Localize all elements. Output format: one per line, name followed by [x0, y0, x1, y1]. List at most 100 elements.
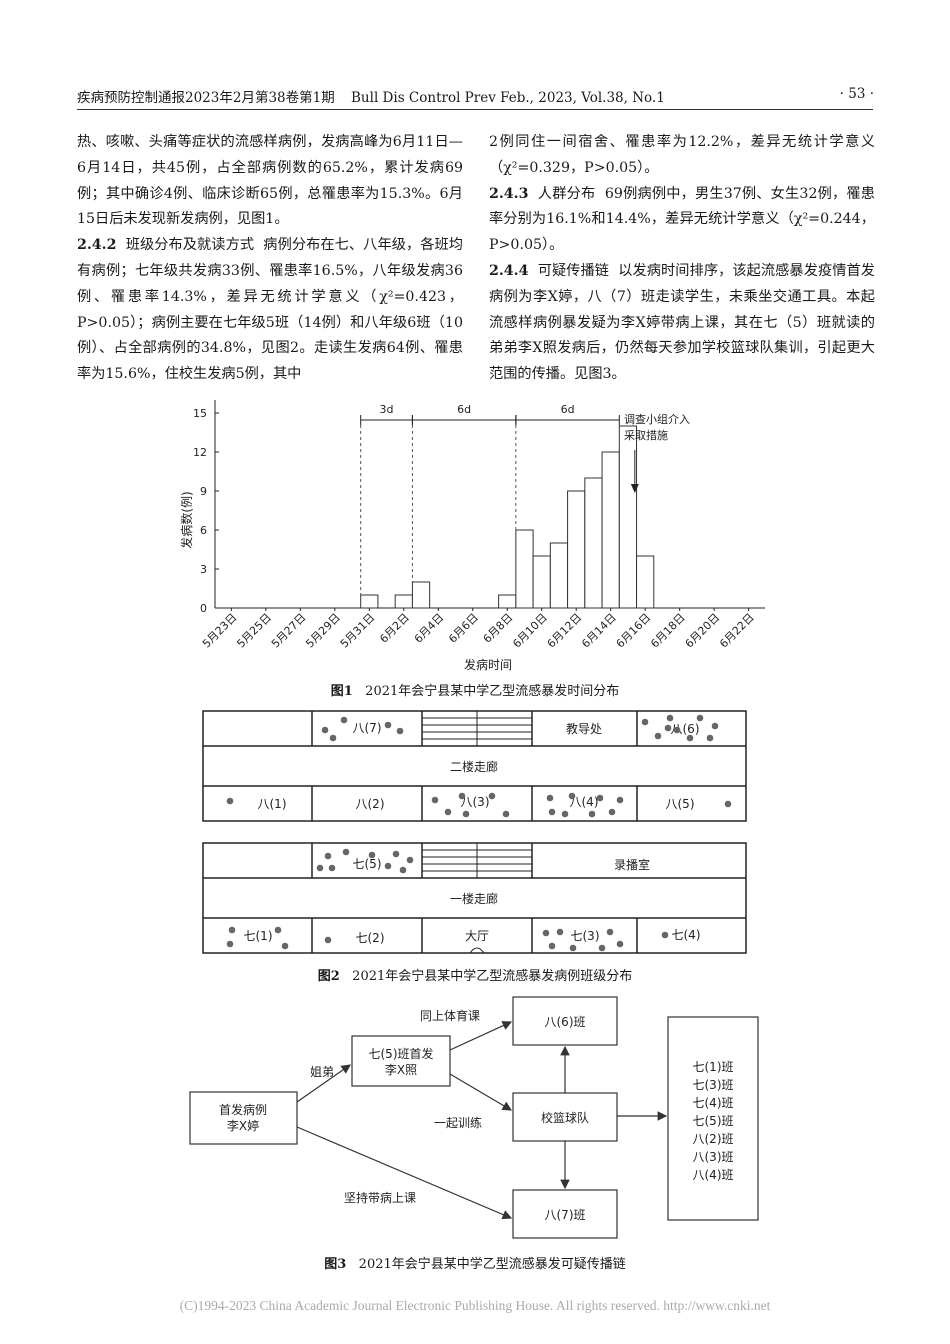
case-dot: [324, 936, 332, 944]
case-dots: [226, 714, 732, 952]
room-8-2: 八(2): [356, 797, 385, 811]
edge-label-sibling: 姐弟: [310, 1065, 334, 1079]
section-title: 可疑传播链: [537, 262, 610, 279]
journal-name-en: Bull Dis Control Prev Feb., 2023, Vol.38…: [351, 90, 665, 106]
x-tick-label: 5月31日: [338, 611, 378, 651]
case-dot: [399, 866, 407, 874]
case-dot: [329, 734, 337, 742]
bar-6月13日: [584, 477, 603, 609]
case-dot: [666, 714, 674, 722]
y-tick-label: 9: [200, 485, 207, 498]
case-dot: [568, 792, 576, 800]
x-tick-label: 6月4日: [412, 611, 447, 646]
case-dot: [588, 810, 596, 818]
case-dot: [226, 940, 234, 948]
case-dot: [596, 794, 604, 802]
bar-6月12日: [567, 490, 586, 609]
x-tick-label: 5月25日: [234, 611, 274, 651]
room-8-7: 八(7): [353, 721, 382, 735]
case-dot: [406, 856, 414, 864]
class-item: 七(4)班: [693, 1096, 734, 1110]
room-8-1: 八(1): [258, 797, 287, 811]
x-tick-label: 5月23日: [200, 611, 240, 651]
x-tick-label: 6月12日: [545, 611, 585, 651]
case-dot: [569, 944, 577, 952]
room-7-5: 七(5): [353, 857, 382, 871]
case-dot: [673, 726, 681, 734]
bar-5月31日: [360, 594, 379, 609]
case-dot: [431, 796, 439, 804]
paragraph: 病例分布在七、八年级，各班均有病例；七年级共发病33例、罹患率16.5%，八年级…: [77, 237, 463, 383]
x-tick-label: 5月29日: [303, 611, 343, 651]
edge-label-pe: 同上体育课: [420, 1008, 480, 1023]
interval-label: 6d: [561, 403, 575, 416]
case-dot: [324, 852, 332, 860]
case-dot: [724, 800, 732, 808]
case-dot: [458, 792, 466, 800]
case-dot: [696, 714, 704, 722]
hall-door-icon: [469, 947, 485, 954]
chart-annotation-line1: 调查小组介入: [624, 412, 690, 426]
x-tick-label: 5月27日: [269, 611, 309, 651]
room-7-1: 七(1): [244, 929, 273, 943]
section-number: 2.4.3: [489, 185, 529, 202]
hall: 大厅: [465, 929, 489, 943]
section-number: 2.4.4: [489, 262, 529, 279]
paragraph: 2例同住一间宿舍、罹患率为12.2%，差异无统计学意义（χ²=0.329，P>0…: [489, 134, 875, 176]
room-7-3: 七(3): [571, 929, 600, 943]
paragraph: 热、咳嗽、头痛等症状的流感样病例，发病高峰为6月11日—6月14日，共45例，占…: [77, 134, 463, 228]
x-tick-label: 6月16日: [614, 611, 654, 651]
room-7-4: 七(4): [672, 928, 701, 942]
case-dot: [340, 716, 348, 724]
figure-3-caption: 图3 2021年会宁县某中学乙型流感暴发可疑传播链: [0, 1253, 950, 1272]
section-number: 2.4.2: [77, 237, 117, 254]
room-office: 教导处: [566, 721, 602, 736]
x-tick-label: 6月20日: [683, 611, 723, 651]
figure-3-diagram: 首发病例 李X婷 七(5)班首发 李X照 八(6)班 校篮球队 八(7)班 姐弟…: [189, 996, 759, 1239]
page-number: · 53 ·: [839, 86, 874, 102]
x-tick-label: 6月2日: [377, 611, 412, 646]
section-title: 班级分布及就读方式: [125, 237, 255, 254]
class-item: 七(1)班: [693, 1060, 734, 1074]
case-dot: [384, 721, 392, 729]
bar-6月2日: [394, 594, 413, 609]
edge-label-sick: 坚持带病上课: [344, 1190, 416, 1205]
case-dot: [556, 928, 564, 936]
case-dot: [598, 944, 606, 952]
class-item: 八(2)班: [693, 1132, 734, 1146]
bar-6月15日: [618, 425, 638, 609]
journal-header: 疾病预防控制通报2023年2月第38卷第1期 Bull Dis Control …: [77, 86, 665, 106]
figure-2-caption: 图2 2021年会宁县某中学乙型流感暴发病例班级分布: [0, 965, 950, 984]
index-case-label: 首发病例: [219, 1102, 267, 1117]
case-dot: [228, 926, 236, 934]
stairwell-icon: [422, 711, 532, 878]
copyright-footer: (C)1994-2023 China Academic Journal Elec…: [179, 1298, 771, 1313]
case-dot: [384, 862, 392, 870]
case-dot: [342, 848, 350, 856]
brother-name: 李X照: [385, 1062, 417, 1077]
case-dot: [502, 810, 510, 818]
right-column: 2例同住一间宿舍、罹患率为12.2%，差异无统计学意义（χ²=0.329，P>0…: [489, 130, 875, 388]
x-axis-label: 发病时间: [464, 657, 512, 672]
room-8-5: 八(5): [666, 797, 695, 811]
paragraph: 以发病时间排序，该起流感暴发疫情首发病例为李X婷，八（7）班走读学生，未乘坐交通…: [489, 262, 875, 383]
case-dot: [316, 864, 324, 872]
x-tick-label: 6月6日: [446, 611, 481, 646]
class-item: 七(5)班: [693, 1114, 734, 1128]
corridor-1f: 一楼走廊: [450, 891, 498, 906]
section-2-4-2: 2.4.2 班级分布及就读方式 病例分布在七、八年级，各班均有病例；七年级共发病…: [77, 233, 463, 388]
bar-6月10日: [532, 555, 551, 609]
arrow: [449, 1073, 513, 1111]
section-title: 人群分布: [537, 185, 596, 202]
class-8-7-box: [512, 1189, 618, 1239]
paragraph: 69例病例中，男生37例、女生32例，罹患率分别为16.1%和14.4%，差异无…: [489, 185, 875, 254]
case-dot: [396, 727, 404, 735]
caption-text: 2021年会宁县某中学乙型流感暴发可疑传播链: [358, 1257, 626, 1272]
case-dot: [542, 929, 550, 937]
index-case-box: [189, 1091, 298, 1145]
interval-label: 3d: [380, 403, 394, 416]
case-dot: [616, 940, 624, 948]
room-8-4: 八(4): [570, 795, 599, 809]
